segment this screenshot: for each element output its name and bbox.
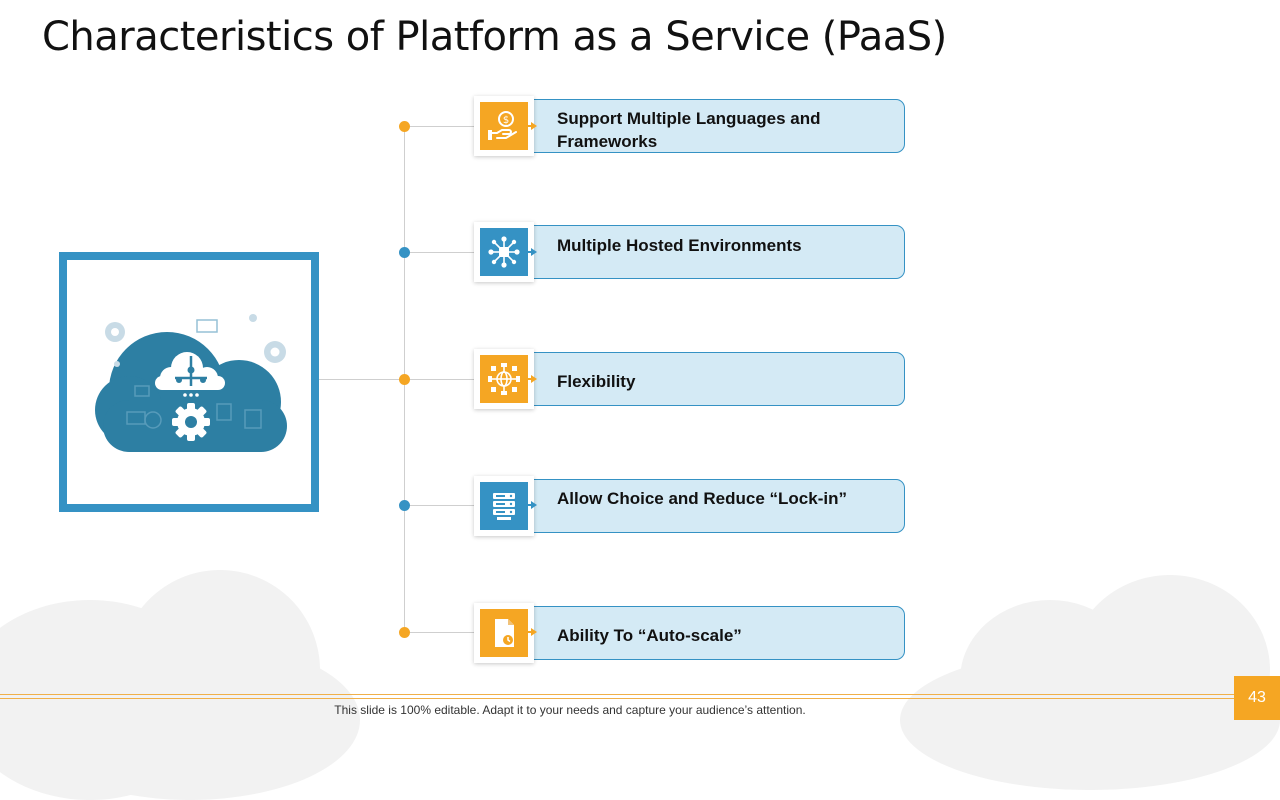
connector-branch	[405, 252, 477, 253]
item-label: Multiple Hosted Environments	[557, 236, 802, 255]
connector-dot	[399, 627, 410, 638]
pointer-arrow	[531, 248, 537, 256]
icon-box: $	[474, 96, 534, 156]
hand-dollar-icon: $	[488, 111, 517, 140]
icon-box	[474, 349, 534, 409]
slide-title: Characteristics of Platform as a Service…	[42, 14, 947, 60]
svg-text:$: $	[503, 115, 509, 126]
connector-branch	[405, 379, 477, 380]
pointer-arrow	[531, 628, 537, 636]
document-scale-icon	[495, 619, 514, 647]
connector-branch	[405, 505, 477, 506]
hero-illustration-frame	[59, 252, 319, 512]
cloud-gear-icon	[95, 314, 287, 452]
item-label: Allow Choice and Reduce “Lock-in”	[557, 489, 847, 508]
item-card-flexibility	[520, 352, 905, 406]
item-card-lock-in	[520, 479, 905, 533]
pointer	[526, 251, 532, 253]
page-number-badge: 43	[1234, 676, 1280, 720]
pointer-arrow	[531, 375, 537, 383]
connector-hero-link	[319, 379, 405, 380]
icon-box	[474, 603, 534, 663]
item-card-auto-scale	[520, 606, 905, 660]
page-number: 43	[1248, 689, 1266, 706]
connector-dot	[399, 374, 410, 385]
connector-branch	[405, 126, 477, 127]
connector-dot	[399, 500, 410, 511]
globe-network-icon	[488, 363, 520, 395]
footer-rule	[0, 694, 1234, 695]
item-card-languages	[520, 99, 905, 153]
connector-dot	[399, 247, 410, 258]
footer-note: This slide is 100% editable. Adapt it to…	[334, 703, 806, 717]
icon-box	[474, 222, 534, 282]
item-label: Ability To “Auto-scale”	[557, 626, 742, 645]
pointer	[526, 378, 532, 380]
item-label: Support Multiple Languages and Framework…	[557, 109, 821, 151]
icon-box	[474, 476, 534, 536]
footer-rule	[0, 698, 1234, 699]
pointer	[526, 125, 532, 127]
pointer	[526, 631, 532, 633]
server-rack-icon	[493, 493, 515, 520]
pointer-arrow	[531, 501, 537, 509]
pointer	[526, 504, 532, 506]
network-hub-icon	[488, 236, 520, 268]
pointer-arrow	[531, 122, 537, 130]
item-card-hosted-environments	[520, 225, 905, 279]
connector-dot	[399, 121, 410, 132]
item-label: Flexibility	[557, 372, 636, 391]
connector-branch	[405, 632, 477, 633]
